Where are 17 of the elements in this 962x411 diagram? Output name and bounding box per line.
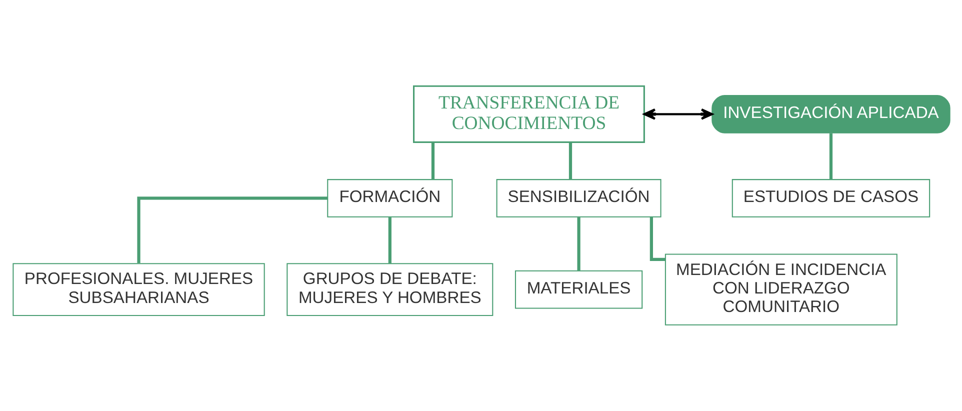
node-box: INVESTIGACIÓN APLICADA xyxy=(711,94,950,134)
connector xyxy=(388,217,391,264)
node-box: TRANSFERENCIA DE CONOCIMIENTOS xyxy=(412,85,644,143)
node-box: MATERIALES xyxy=(514,270,642,309)
node-box: PROFESIONALES. MUJERES SUBSAHARIANAS xyxy=(12,263,264,316)
node-box: ESTUDIOS DE CASOS xyxy=(731,179,930,218)
node-box: FORMACIÓN xyxy=(326,179,452,218)
node-box: GRUPOS DE DEBATE: MUJERES Y HOMBRES xyxy=(286,263,493,316)
connector xyxy=(136,196,327,264)
connector xyxy=(828,133,832,180)
connector xyxy=(576,217,580,271)
connector xyxy=(568,142,572,180)
node-box: MEDIACIÓN E INCIDENCIA CON LIDERAZGO COMUNITARIO xyxy=(664,254,897,326)
arrow xyxy=(642,108,713,120)
connector xyxy=(649,216,665,262)
connector xyxy=(430,142,434,180)
node-box: SENSIBILIZACIÓN xyxy=(496,179,661,218)
